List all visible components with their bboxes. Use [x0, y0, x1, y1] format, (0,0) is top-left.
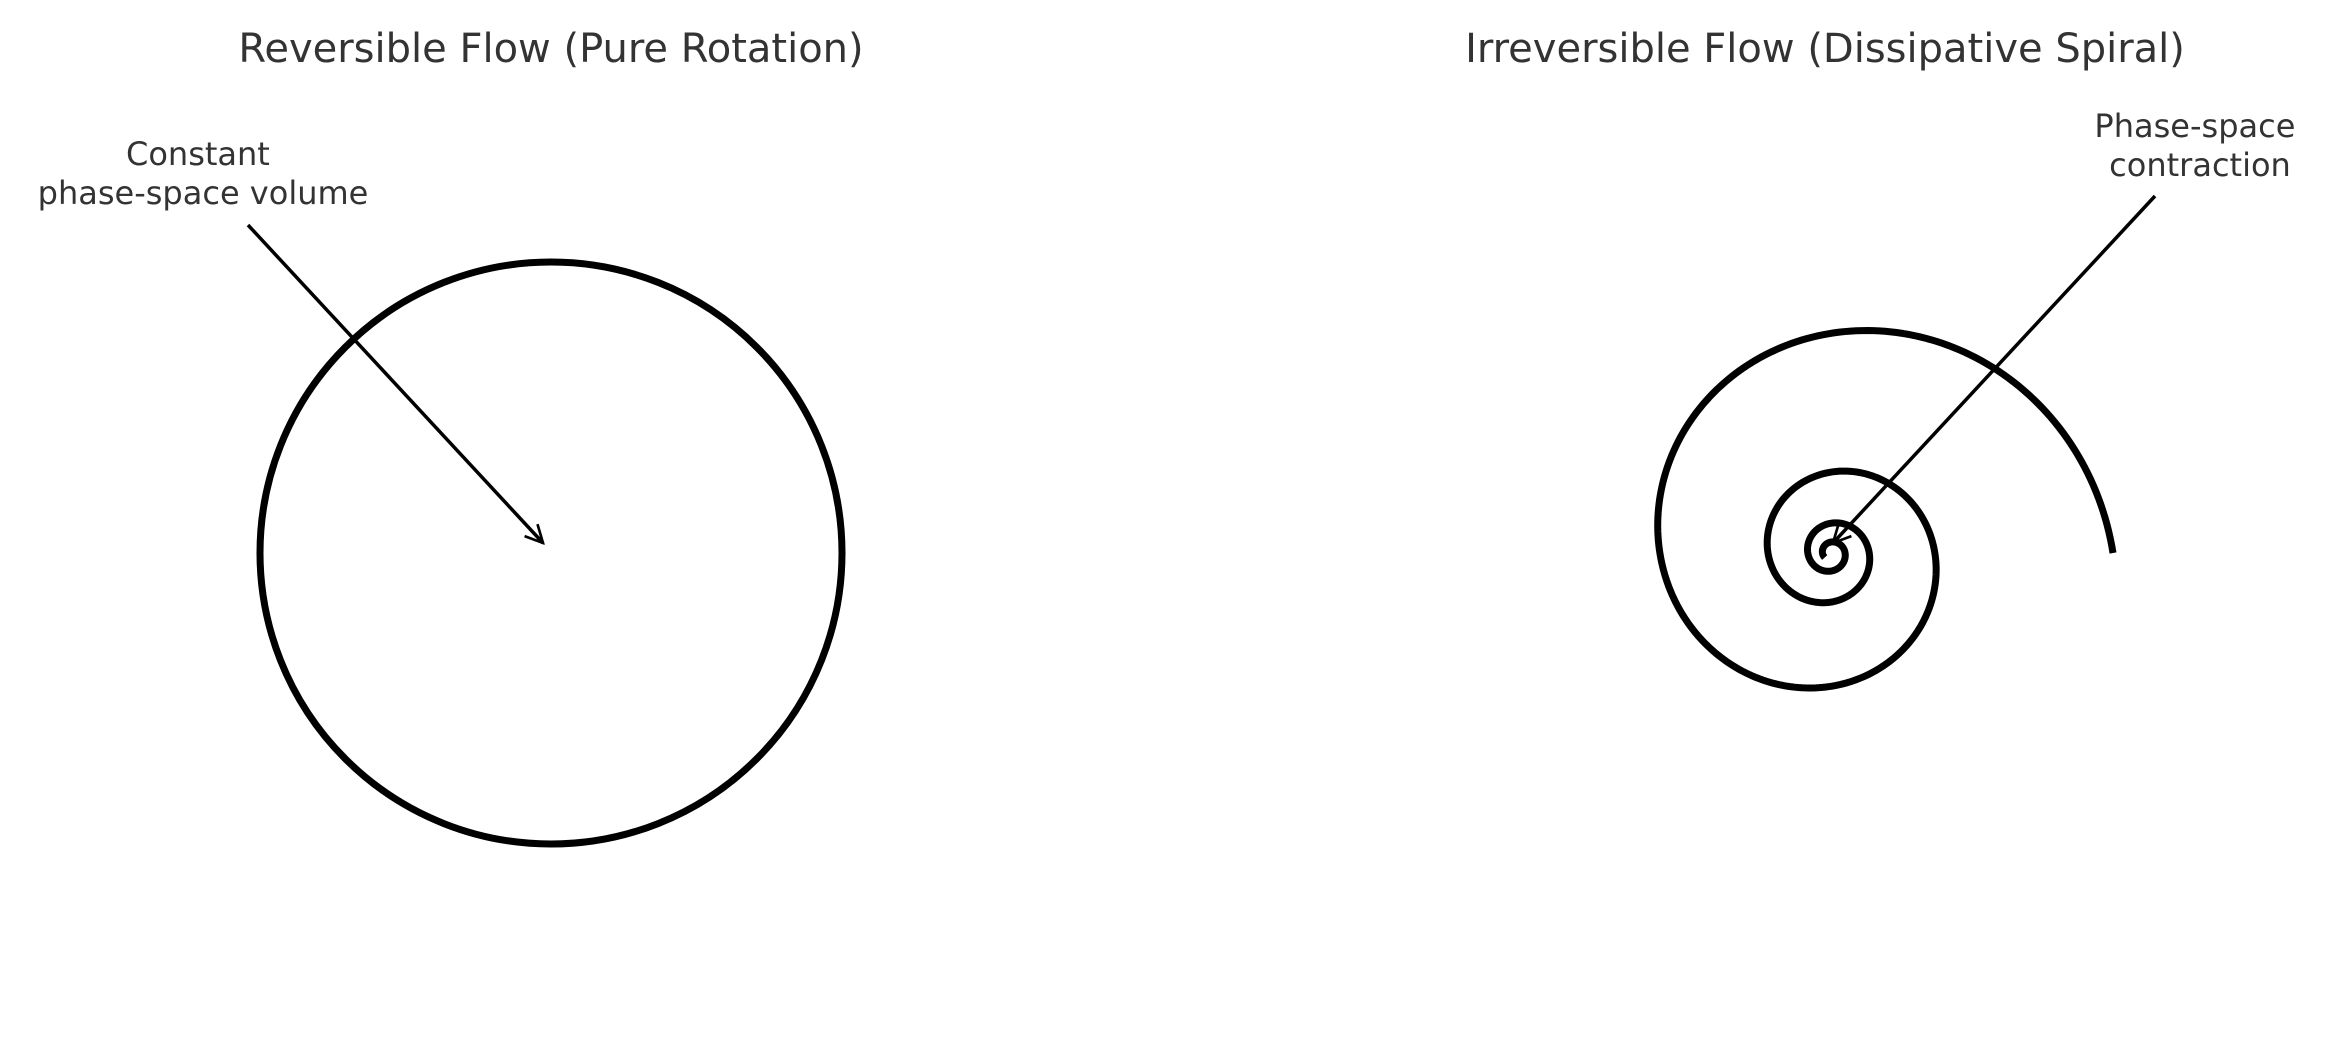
reversible-panel-title: Reversible Flow (Pure Rotation) [238, 26, 863, 72]
reversible-annotation-line-1: Constant [126, 135, 270, 173]
reversible-annotation-arrow [246, 223, 543, 543]
dissipative-spiral [1654, 327, 2117, 692]
irreversible-panel: Irreversible Flow (Dissipative Spiral) P… [1465, 26, 2305, 692]
irreversible-annotation-line-2: contraction [2109, 146, 2291, 184]
reversible-panel: Reversible Flow (Pure Rotation) Constant… [38, 26, 864, 848]
irreversible-annotation-line-1: Phase-space [2094, 107, 2295, 145]
irreversible-panel-title: Irreversible Flow (Dissipative Spiral) [1465, 26, 2185, 72]
reversible-orbit-circle [256, 258, 846, 848]
irreversible-annotation-label: Phase-space contraction [2094, 107, 2305, 184]
reversible-annotation-label: Constant phase-space volume [38, 135, 369, 212]
reversible-annotation-line-2: phase-space volume [38, 174, 369, 212]
irreversible-annotation-arrow [1833, 194, 2157, 543]
